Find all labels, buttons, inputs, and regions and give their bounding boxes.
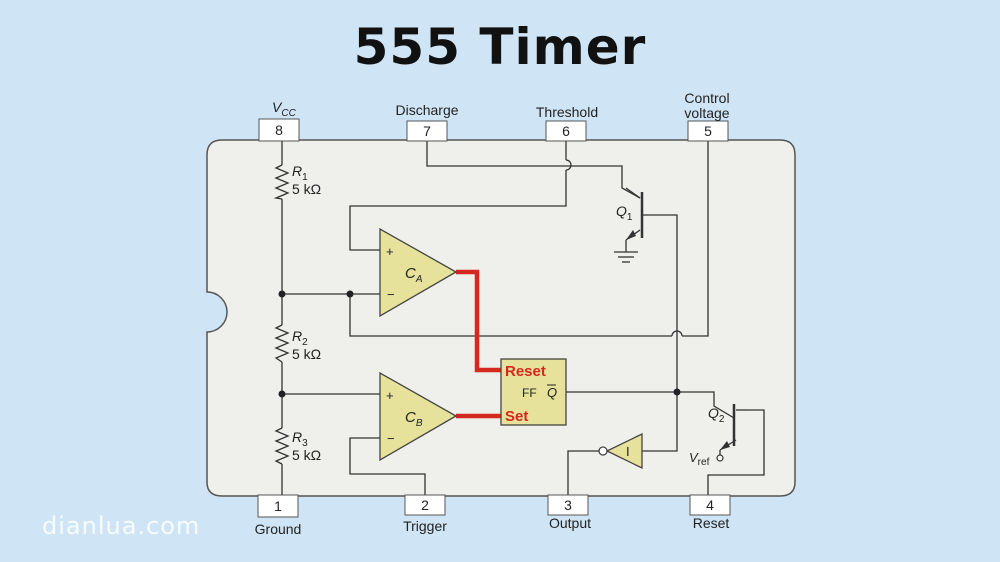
resistor-r3: [274, 427, 290, 465]
ff-label: FF: [522, 386, 537, 400]
pin-5: 5: [687, 120, 729, 142]
resistor-r1: [273, 164, 290, 200]
r2-name: R2: [292, 328, 308, 348]
r2-value: 5 kΩ: [292, 346, 321, 362]
q1-label: Q1: [616, 203, 633, 223]
reset-wire: [456, 269, 501, 373]
ca-plus: +: [386, 244, 394, 259]
cb-name: CB: [405, 409, 423, 429]
r3-name: R3: [292, 429, 308, 449]
ff-q-label: Q: [547, 385, 557, 400]
ff-set-label: Set: [505, 408, 528, 425]
svg-text:7: 7: [423, 123, 431, 139]
r3-value: 5 kΩ: [292, 447, 321, 463]
ca-name: CA: [405, 265, 423, 285]
r1-value: 5 kΩ: [292, 181, 321, 197]
flip-flop: [500, 358, 567, 426]
page-title: 555 Timer: [353, 18, 647, 76]
pin-3-label: Output: [549, 515, 591, 531]
pin-5-label-line2: voltage: [684, 105, 729, 121]
vref-label: Vref: [689, 450, 710, 468]
svg-text:8: 8: [275, 122, 283, 138]
comparator-cb: [379, 371, 458, 462]
pin-2: 2: [404, 494, 446, 516]
svg-text:3: 3: [564, 497, 572, 513]
pin-6: 6: [545, 120, 587, 142]
pin-6-label: Threshold: [536, 104, 598, 120]
q2-label: Q2: [708, 405, 725, 425]
svg-text:5: 5: [704, 123, 712, 139]
pin-4: 4: [689, 494, 731, 516]
pin-7-label: Discharge: [395, 102, 458, 118]
svg-text:6: 6: [562, 123, 570, 139]
inverter-bubble: [598, 446, 608, 456]
ff-reset-label: Reset: [505, 363, 546, 380]
wires: [281, 141, 765, 495]
comparator-ca: [379, 227, 458, 318]
pin-1: 1: [257, 494, 299, 518]
ground-icon: [614, 251, 638, 263]
inverter-label: I: [626, 444, 630, 459]
transistor-q1: [625, 187, 644, 252]
junction-dots: [278, 290, 681, 398]
cb-minus: −: [387, 431, 395, 446]
svg-text:2: 2: [421, 497, 429, 513]
svg-text:4: 4: [706, 497, 714, 513]
pin-1-label: Ground: [255, 521, 302, 537]
watermark: dianlua.com: [42, 512, 201, 540]
ca-minus: −: [387, 287, 395, 302]
transistor-q2: [716, 404, 750, 462]
chip-body: [206, 139, 796, 497]
pin-5-label-line1: Control: [684, 90, 729, 106]
pin-2-label: Trigger: [403, 518, 447, 534]
svg-text:1: 1: [274, 498, 282, 514]
inverter: [605, 432, 643, 470]
pin-8: 8: [258, 118, 300, 142]
pin-8-label: VCC: [272, 99, 297, 119]
resistor-r2: [274, 324, 290, 363]
r1-name: R1: [292, 163, 308, 183]
pin-3: 3: [547, 494, 589, 516]
pin-4-label: Reset: [693, 515, 730, 531]
cb-plus: +: [386, 388, 394, 403]
pin-7: 7: [406, 120, 448, 142]
